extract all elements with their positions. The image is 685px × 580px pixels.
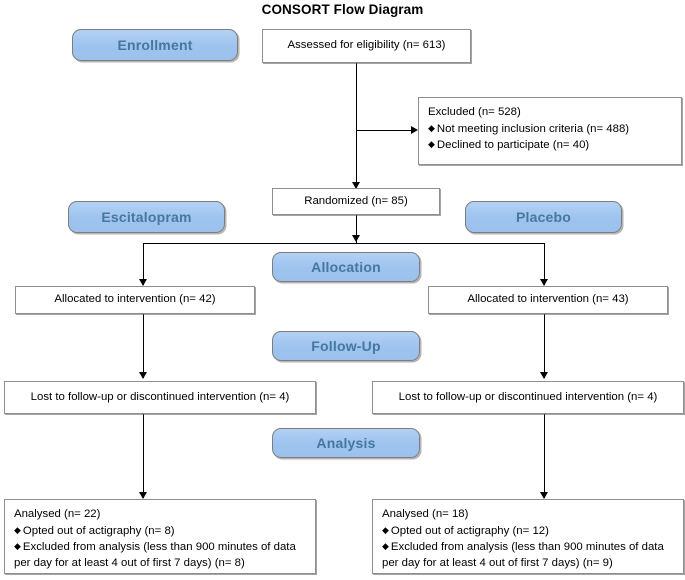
node-randomized-text: Randomized (n= 85) xyxy=(304,194,408,207)
node-lost-left[interactable]: Lost to follow-up or discontinued interv… xyxy=(4,381,316,414)
node-analysed-right-bullet-2: ◆Excluded from analysis (less than 900 m… xyxy=(382,539,674,571)
stage-label-enrollment[interactable]: Enrollment xyxy=(72,29,238,61)
node-analysed-left-bullet-1: ◆Opted out of actigraphy (n= 8) xyxy=(14,523,306,540)
node-analysed-left-bullet-2: ◆Excluded from analysis (less than 900 m… xyxy=(14,539,306,571)
node-allocated-left-text: Allocated to intervention (n= 42) xyxy=(54,293,216,306)
node-excluded-bullet-1: ◆Not meeting inclusion criteria (n= 488) xyxy=(428,121,672,138)
stage-label-followup[interactable]: Follow-Up xyxy=(272,331,420,361)
connector-allocation-split xyxy=(143,243,544,244)
arrow-to-excluded xyxy=(411,125,418,134)
connector-alloc-to-lost-right xyxy=(544,314,545,378)
bullet-diamond-icon: ◆ xyxy=(382,541,389,551)
node-analysed-right-header: Analysed (n= 18) xyxy=(382,508,469,520)
node-analysed-left[interactable]: Analysed (n= 22) ◆Opted out of actigraph… xyxy=(4,499,316,574)
arrow-to-lost-left xyxy=(138,372,147,379)
node-excluded-bullet-2-text: Declined to participate (n= 40) xyxy=(436,139,590,151)
bullet-diamond-icon: ◆ xyxy=(382,524,389,535)
bullet-diamond-icon: ◆ xyxy=(14,524,21,535)
arrow-randomized-stem xyxy=(351,235,360,242)
bullet-diamond-icon: ◆ xyxy=(428,122,435,133)
node-excluded[interactable]: Excluded (n= 528) ◆Not meeting inclusion… xyxy=(418,97,682,165)
node-allocated-right-text: Allocated to intervention (n= 43) xyxy=(467,293,629,306)
stage-label-followup-text: Follow-Up xyxy=(311,338,381,354)
node-lost-left-text: Lost to follow-up or discontinued interv… xyxy=(30,390,290,403)
node-assessed-text: Assessed for eligibility (n= 613) xyxy=(287,39,446,52)
node-lost-right-text: Lost to follow-up or discontinued interv… xyxy=(398,390,658,403)
stage-label-enrollment-text: Enrollment xyxy=(117,37,193,53)
arm-label-placebo-text: Placebo xyxy=(515,209,572,225)
node-analysed-right[interactable]: Analysed (n= 18) ◆Opted out of actigraph… xyxy=(372,499,684,574)
arm-label-escitalopram-text: Escitalopram xyxy=(101,209,192,225)
arrow-to-randomized xyxy=(351,182,360,189)
node-analysed-right-bullet-2-text: Excluded from analysis (less than 900 mi… xyxy=(382,541,664,569)
bullet-diamond-icon: ◆ xyxy=(428,139,435,149)
arm-label-placebo[interactable]: Placebo xyxy=(465,201,622,233)
arrow-to-analysed-right xyxy=(539,492,548,499)
stage-label-analysis-text: Analysis xyxy=(316,435,376,451)
node-analysed-right-bullet-1: ◆Opted out of actigraphy (n= 12) xyxy=(382,523,674,540)
stage-label-allocation-text: Allocation xyxy=(311,259,381,275)
stage-label-allocation[interactable]: Allocation xyxy=(272,252,420,282)
node-lost-right[interactable]: Lost to follow-up or discontinued interv… xyxy=(372,381,684,414)
arrow-to-analysed-left xyxy=(138,492,147,499)
arrow-to-lost-right xyxy=(539,372,548,379)
node-excluded-header: Excluded (n= 528) xyxy=(428,106,521,118)
connector-randomized-stem xyxy=(356,215,357,243)
stage-label-analysis[interactable]: Analysis xyxy=(272,428,420,458)
connector-lost-to-analysed-left xyxy=(143,414,144,498)
connector-split-right xyxy=(544,243,545,285)
node-excluded-bullet-1-text: Not meeting inclusion criteria (n= 488) xyxy=(436,122,630,135)
node-analysed-right-bullet-1-text: Opted out of actigraphy (n= 12) xyxy=(390,524,549,537)
arm-label-escitalopram[interactable]: Escitalopram xyxy=(68,201,225,233)
node-analysed-left-bullet-2-text: Excluded from analysis (less than 900 mi… xyxy=(14,541,296,569)
page-title: CONSORT Flow Diagram xyxy=(261,2,424,17)
node-assessed-for-eligibility[interactable]: Assessed for eligibility (n= 613) xyxy=(262,29,471,63)
arrow-to-allocated-left xyxy=(138,279,147,286)
connector-lost-to-analysed-right xyxy=(544,414,545,498)
connector-split-left xyxy=(143,243,144,285)
connector-to-excluded xyxy=(356,130,412,131)
arrow-to-allocated-right xyxy=(539,279,548,286)
node-analysed-left-bullet-1-text: Opted out of actigraphy (n= 8) xyxy=(22,524,175,537)
connector-assessed-trunk xyxy=(356,63,357,188)
node-randomized[interactable]: Randomized (n= 85) xyxy=(272,188,440,215)
connector-alloc-to-lost-left xyxy=(143,314,144,378)
node-analysed-left-header: Analysed (n= 22) xyxy=(14,508,101,520)
bullet-diamond-icon: ◆ xyxy=(14,541,21,551)
node-allocated-right[interactable]: Allocated to intervention (n= 43) xyxy=(428,286,668,314)
node-excluded-bullet-2: ◆Declined to participate (n= 40) xyxy=(428,137,672,154)
node-allocated-left[interactable]: Allocated to intervention (n= 42) xyxy=(15,286,255,314)
